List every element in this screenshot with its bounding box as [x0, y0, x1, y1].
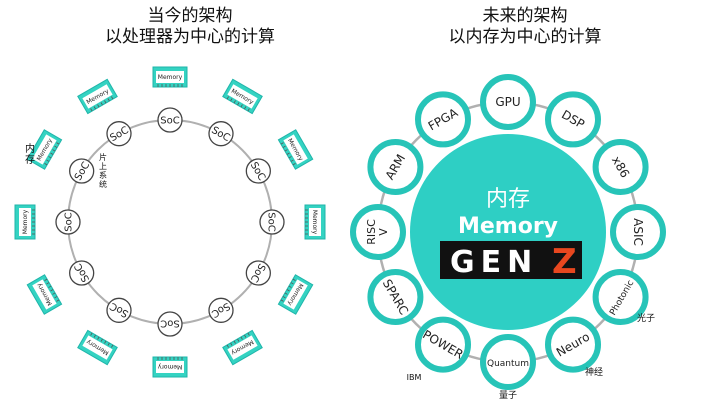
- svg-text:统: 统: [99, 179, 107, 189]
- processor-node: ASIC: [610, 204, 666, 260]
- svg-text:存: 存: [25, 153, 35, 166]
- processor-label: Quantum: [487, 359, 529, 369]
- soc-node: SoC: [55, 209, 81, 235]
- soc-node: SoC: [106, 121, 132, 147]
- memory-module-icon: Memory: [77, 329, 118, 366]
- right-title-line1: 未来的架构: [482, 6, 568, 26]
- processor-node: ARM: [367, 139, 424, 195]
- memory-hub: [410, 134, 606, 330]
- processor-node: Neuro: [545, 316, 601, 373]
- processor-node: GPU: [480, 74, 536, 130]
- memory-module-icon: Memory: [26, 129, 63, 170]
- right-title-line2: 以内存为中心的计算: [448, 27, 602, 47]
- processor-label: RISC: [365, 219, 378, 245]
- left-title-line1: 当今的架构: [147, 6, 233, 26]
- memory-module-icon: Memory: [222, 78, 263, 115]
- genz-logo: GEN Z: [440, 241, 582, 282]
- neuro-annotation: 神经: [585, 366, 603, 378]
- processor-node: Photonic: [592, 269, 649, 325]
- soc-label: SoC: [64, 212, 75, 231]
- svg-text:内: 内: [25, 142, 35, 155]
- memory-module-icon: Memory: [222, 329, 263, 366]
- memory-label: Memory: [157, 363, 182, 370]
- soc-node: SoC: [157, 311, 183, 337]
- processor-node: POWER: [415, 316, 471, 373]
- left-title: 当今的架构 以处理器为中心的计算: [40, 6, 340, 48]
- memory-hub-label-cn: 内存: [486, 187, 530, 212]
- processor-node: DSP: [545, 91, 601, 148]
- soc-node: SoC: [208, 121, 234, 147]
- quantum-annotation: 量子: [499, 390, 517, 401]
- processor-node: FPGA: [415, 91, 471, 148]
- genz-logo-z: Z: [552, 242, 577, 282]
- memory-module-icon: Memory: [277, 129, 314, 170]
- processor-centric-diagram: MemorySoCMemorySoCMemorySoCMemorySoCMemo…: [14, 66, 326, 378]
- soc-label: SoC: [160, 116, 179, 127]
- processor-node: x86: [592, 139, 649, 195]
- soc-node: SoC: [245, 260, 271, 286]
- soc-label: SoC: [160, 318, 179, 329]
- soc-ring: [67, 119, 273, 325]
- memory-module-icon: Memory: [152, 356, 188, 378]
- svg-text:系: 系: [99, 170, 107, 180]
- memory-module-icon: Memory: [152, 66, 188, 88]
- processor-node: Quantum: [480, 334, 536, 390]
- memory-annotation: 内存: [25, 142, 35, 166]
- processor-label: ASIC: [631, 218, 645, 246]
- processor-node: SPARC: [367, 269, 424, 325]
- memory-label: Memory: [311, 210, 318, 235]
- photonic-annotation: 光子: [637, 312, 655, 324]
- soc-node: SoC: [245, 158, 271, 184]
- memory-label: Memory: [22, 209, 29, 234]
- processor-label: V: [377, 228, 390, 236]
- memory-module-icon: Memory: [14, 204, 36, 240]
- svg-text:上: 上: [99, 162, 107, 171]
- right-title: 未来的架构 以内存为中心的计算: [360, 6, 690, 48]
- processor-label: GPU: [495, 95, 520, 109]
- soc-node: SoC: [157, 107, 183, 133]
- svg-text:片: 片: [99, 152, 107, 162]
- soc-node: SoC: [69, 158, 95, 184]
- soc-node: SoC: [106, 297, 132, 323]
- memory-module-icon: Memory: [26, 274, 63, 315]
- power-annotation: IBM: [407, 373, 422, 382]
- soc-node: SoC: [208, 297, 234, 323]
- memory-label: Memory: [158, 74, 183, 81]
- genz-logo-text: GEN: [450, 245, 538, 280]
- memory-hub-label-en: Memory: [458, 214, 558, 239]
- soc-node: SoC: [259, 209, 285, 235]
- left-title-line2: 以处理器为中心的计算: [105, 27, 275, 47]
- memory-module-icon: Memory: [77, 78, 118, 115]
- memory-module-icon: Memory: [277, 274, 314, 315]
- soc-node: SoC: [69, 260, 95, 286]
- memory-module-icon: Memory: [304, 204, 326, 240]
- soc-label: SoC: [266, 212, 277, 231]
